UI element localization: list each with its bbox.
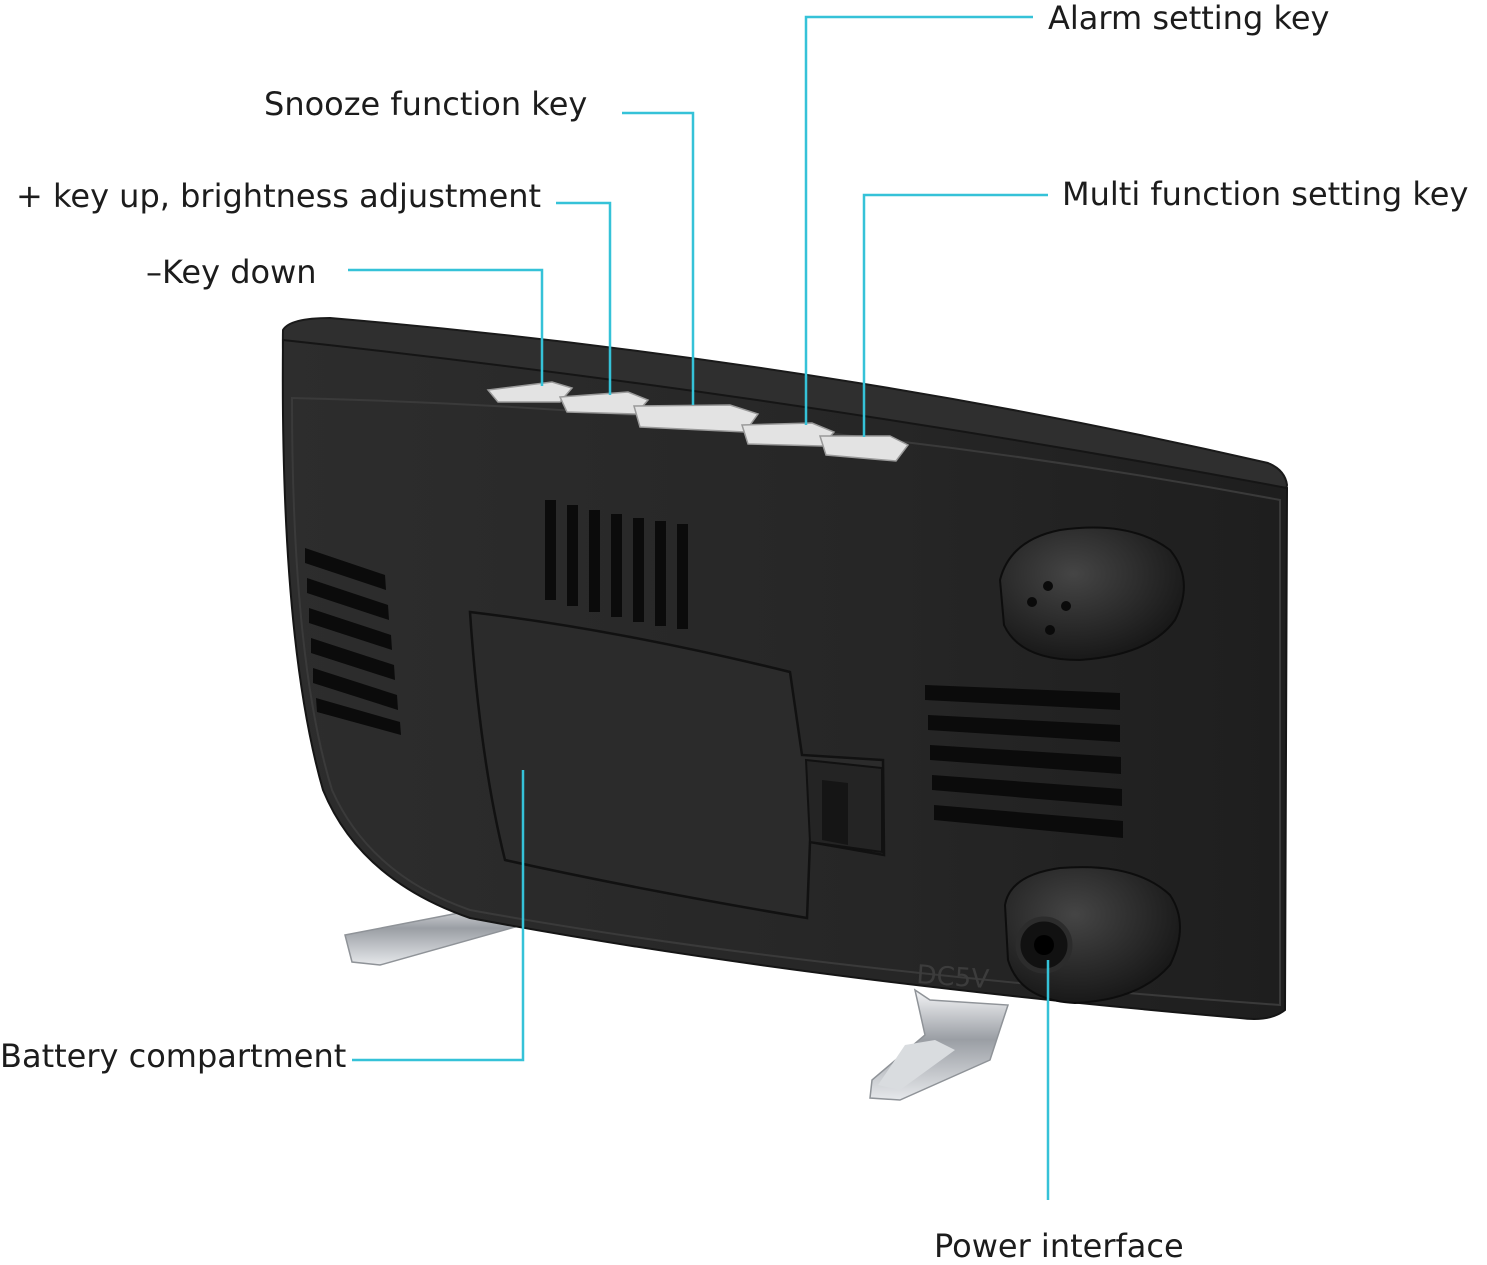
speaker-hole [1061, 601, 1071, 611]
leader-alarm-setting [804, 15, 1033, 425]
multi-function-button[interactable] [818, 435, 910, 462]
battery-compartment-cover[interactable] [468, 610, 886, 920]
right-vent [925, 685, 1123, 838]
speaker-hole [1043, 581, 1053, 591]
stand-right [869, 988, 1010, 1101]
top-buttons [486, 381, 910, 462]
leader-snooze [622, 111, 695, 405]
label-snooze-function-key: Snooze function key [264, 85, 588, 123]
snooze-button[interactable] [633, 404, 760, 433]
leader-battery [352, 770, 525, 1062]
label-key-down: –Key down [146, 253, 317, 291]
center-vent [545, 500, 688, 629]
dc5v-marking: DC5V [916, 960, 991, 995]
label-key-up-brightness: + key up, brightness adjustment [16, 177, 542, 215]
alarm-setting-button[interactable] [740, 422, 836, 447]
label-battery-compartment: Battery compartment [0, 1037, 347, 1075]
speaker-hole [1045, 625, 1055, 635]
leader-multi-function [862, 193, 1048, 437]
leader-lines [348, 15, 1050, 1200]
left-vent [305, 548, 401, 735]
speaker-hole [1027, 597, 1037, 607]
speaker-knob [998, 526, 1185, 662]
leader-key-down [348, 268, 544, 386]
leader-key-up [556, 201, 612, 395]
label-alarm-setting-key: Alarm setting key [1048, 0, 1330, 37]
label-multi-function-setting-key: Multi function setting key [1062, 175, 1469, 213]
label-power-interface: Power interface [934, 1227, 1184, 1265]
